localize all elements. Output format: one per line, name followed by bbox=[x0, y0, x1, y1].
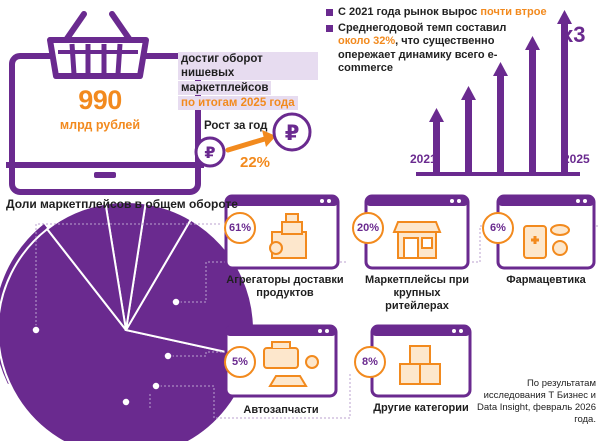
card-retailers bbox=[364, 194, 470, 270]
trend-bullets: С 2021 года рынок вырос почти втрое Сред… bbox=[326, 6, 556, 78]
card-auto bbox=[224, 324, 338, 398]
storefront-icon bbox=[392, 221, 442, 259]
trend-bullet-2: Среднегодовой темп составил около 32%, ч… bbox=[326, 22, 513, 76]
basket-icon bbox=[47, 11, 149, 79]
car-parts-icon bbox=[263, 341, 319, 387]
growth-bars-icon bbox=[416, 10, 580, 176]
parcel-boxes-icon bbox=[399, 345, 441, 385]
pct-badge-retailers: 20% bbox=[352, 212, 384, 244]
grocery-bags-icon bbox=[269, 213, 307, 259]
source-footnote: По результатам исследования Т Бизнес и D… bbox=[477, 378, 596, 425]
pie-slices bbox=[0, 201, 255, 441]
label-grocery: Агрегаторы доставки продуктов bbox=[226, 274, 344, 299]
label-pharmacy: Фармацевтика bbox=[506, 274, 586, 286]
growth-arrow-icon bbox=[225, 130, 276, 153]
label-other: Другие категории bbox=[373, 402, 469, 414]
card-grocery bbox=[224, 194, 340, 270]
trend-bullet-1: С 2021 года рынок вырос почти втрое bbox=[326, 6, 556, 20]
pct-badge-other: 8% bbox=[354, 346, 386, 378]
growth-label: Рост за год bbox=[204, 120, 268, 132]
ruble-coin-large-icon: ₽ bbox=[272, 112, 312, 152]
pct-badge-auto: 5% bbox=[224, 346, 256, 378]
year-start: 2021 bbox=[410, 152, 437, 166]
pie-markers bbox=[31, 297, 181, 407]
turnover-description: достиг оборот нишевых маркетплейсов по и… bbox=[178, 52, 318, 111]
desc-line-2: маркетплейсов bbox=[178, 81, 272, 95]
pharmacy-icon bbox=[523, 224, 570, 259]
label-retailers: Маркетплейсы при крупных ритейлерах bbox=[364, 274, 470, 312]
card-other bbox=[370, 324, 472, 398]
pct-badge-grocery: 61% bbox=[224, 212, 256, 244]
svg-text:₽: ₽ bbox=[204, 143, 215, 162]
turnover-unit: млрд рублей bbox=[59, 118, 141, 132]
year-end: 2025 bbox=[563, 152, 590, 166]
ruble-coin-icon: ₽ bbox=[194, 136, 226, 168]
turnover-value: 990 bbox=[78, 85, 122, 115]
pie-slice-food bbox=[0, 227, 253, 441]
desc-line-1: достиг оборот нишевых bbox=[178, 52, 318, 80]
desc-line-3: по итогам 2025 года bbox=[178, 96, 298, 110]
pie-slice-other bbox=[45, 202, 127, 331]
pct-badge-pharmacy: 6% bbox=[482, 212, 514, 244]
card-pharmacy bbox=[496, 194, 596, 270]
growth-value: 22% bbox=[240, 154, 271, 171]
shares-title: Доли маркетплейсов в общем обороте bbox=[6, 197, 238, 211]
label-auto: Автозапчасти bbox=[243, 404, 319, 416]
svg-text:₽: ₽ bbox=[285, 121, 300, 145]
growth-multiplier: x3 bbox=[561, 22, 586, 47]
